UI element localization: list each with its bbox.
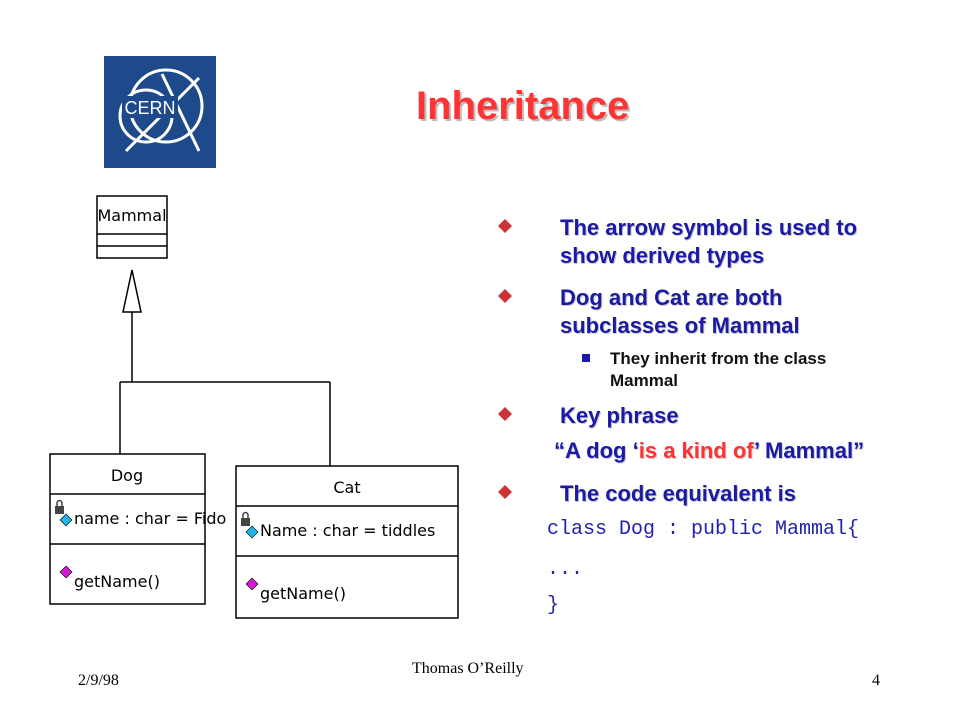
sub-bullet-line: They inherit from the class (610, 349, 827, 368)
cat-class-name: Cat (333, 478, 360, 497)
quote-open: “A dog ‘ (554, 438, 639, 463)
mammal-class-box: Mammal (96, 195, 168, 259)
diamond-bullet-icon (498, 485, 512, 499)
cern-logo: CERN (104, 56, 216, 168)
bullet-line: Key phrase (560, 403, 679, 428)
dog-class-name: Dog (111, 466, 143, 485)
dog-operation: getName() (74, 572, 160, 591)
inheritance-arrow (119, 269, 331, 466)
footer-date: 2/9/98 (78, 672, 119, 689)
logo-text: CERN (124, 98, 175, 118)
cat-attribute: Name : char = tiddles (260, 521, 435, 540)
footer-author: Thomas O’Reilly (412, 660, 524, 677)
private-attribute-icon (55, 499, 73, 527)
code-line: } (547, 594, 560, 617)
bullet-line: The code equivalent is (560, 481, 796, 506)
square-bullet-icon (582, 354, 590, 362)
diamond-bullet-icon (498, 219, 512, 233)
code-line: class Dog : public Mammal{ (547, 518, 860, 541)
code-line: ... (547, 558, 584, 581)
public-operation-icon (245, 577, 259, 591)
bullet-line: Dog and Cat are both (560, 285, 783, 310)
quote-close: ’ Mammal” (754, 438, 865, 463)
key-phrase-quote: “A dog ‘is a kind of’ Mammal” (554, 438, 864, 464)
bullet-line: The arrow symbol is used to (560, 215, 858, 240)
bullet-line: show derived types (560, 243, 765, 268)
mammal-class-name: Mammal (97, 206, 166, 225)
private-attribute-icon (241, 511, 259, 539)
sub-bullet-line: Mammal (610, 371, 679, 390)
cat-operation: getName() (260, 584, 346, 603)
diamond-bullet-icon (498, 289, 512, 303)
uml-class-diagram: Mammal Dog name : char = Fido getName() … (49, 195, 459, 619)
diamond-bullet-icon (498, 407, 512, 421)
cat-class-box: Cat Name : char = tiddles getName() (235, 465, 459, 619)
public-operation-icon (59, 565, 73, 579)
slide-title: Inheritance (416, 84, 630, 128)
footer-page-number: 4 (872, 672, 880, 689)
bullet-line: subclasses of Mammal (560, 313, 800, 338)
dog-attribute: name : char = Fido (74, 509, 226, 528)
dog-class-box: Dog name : char = Fido getName() (49, 453, 226, 605)
quote-highlight: is a kind of (638, 438, 755, 463)
